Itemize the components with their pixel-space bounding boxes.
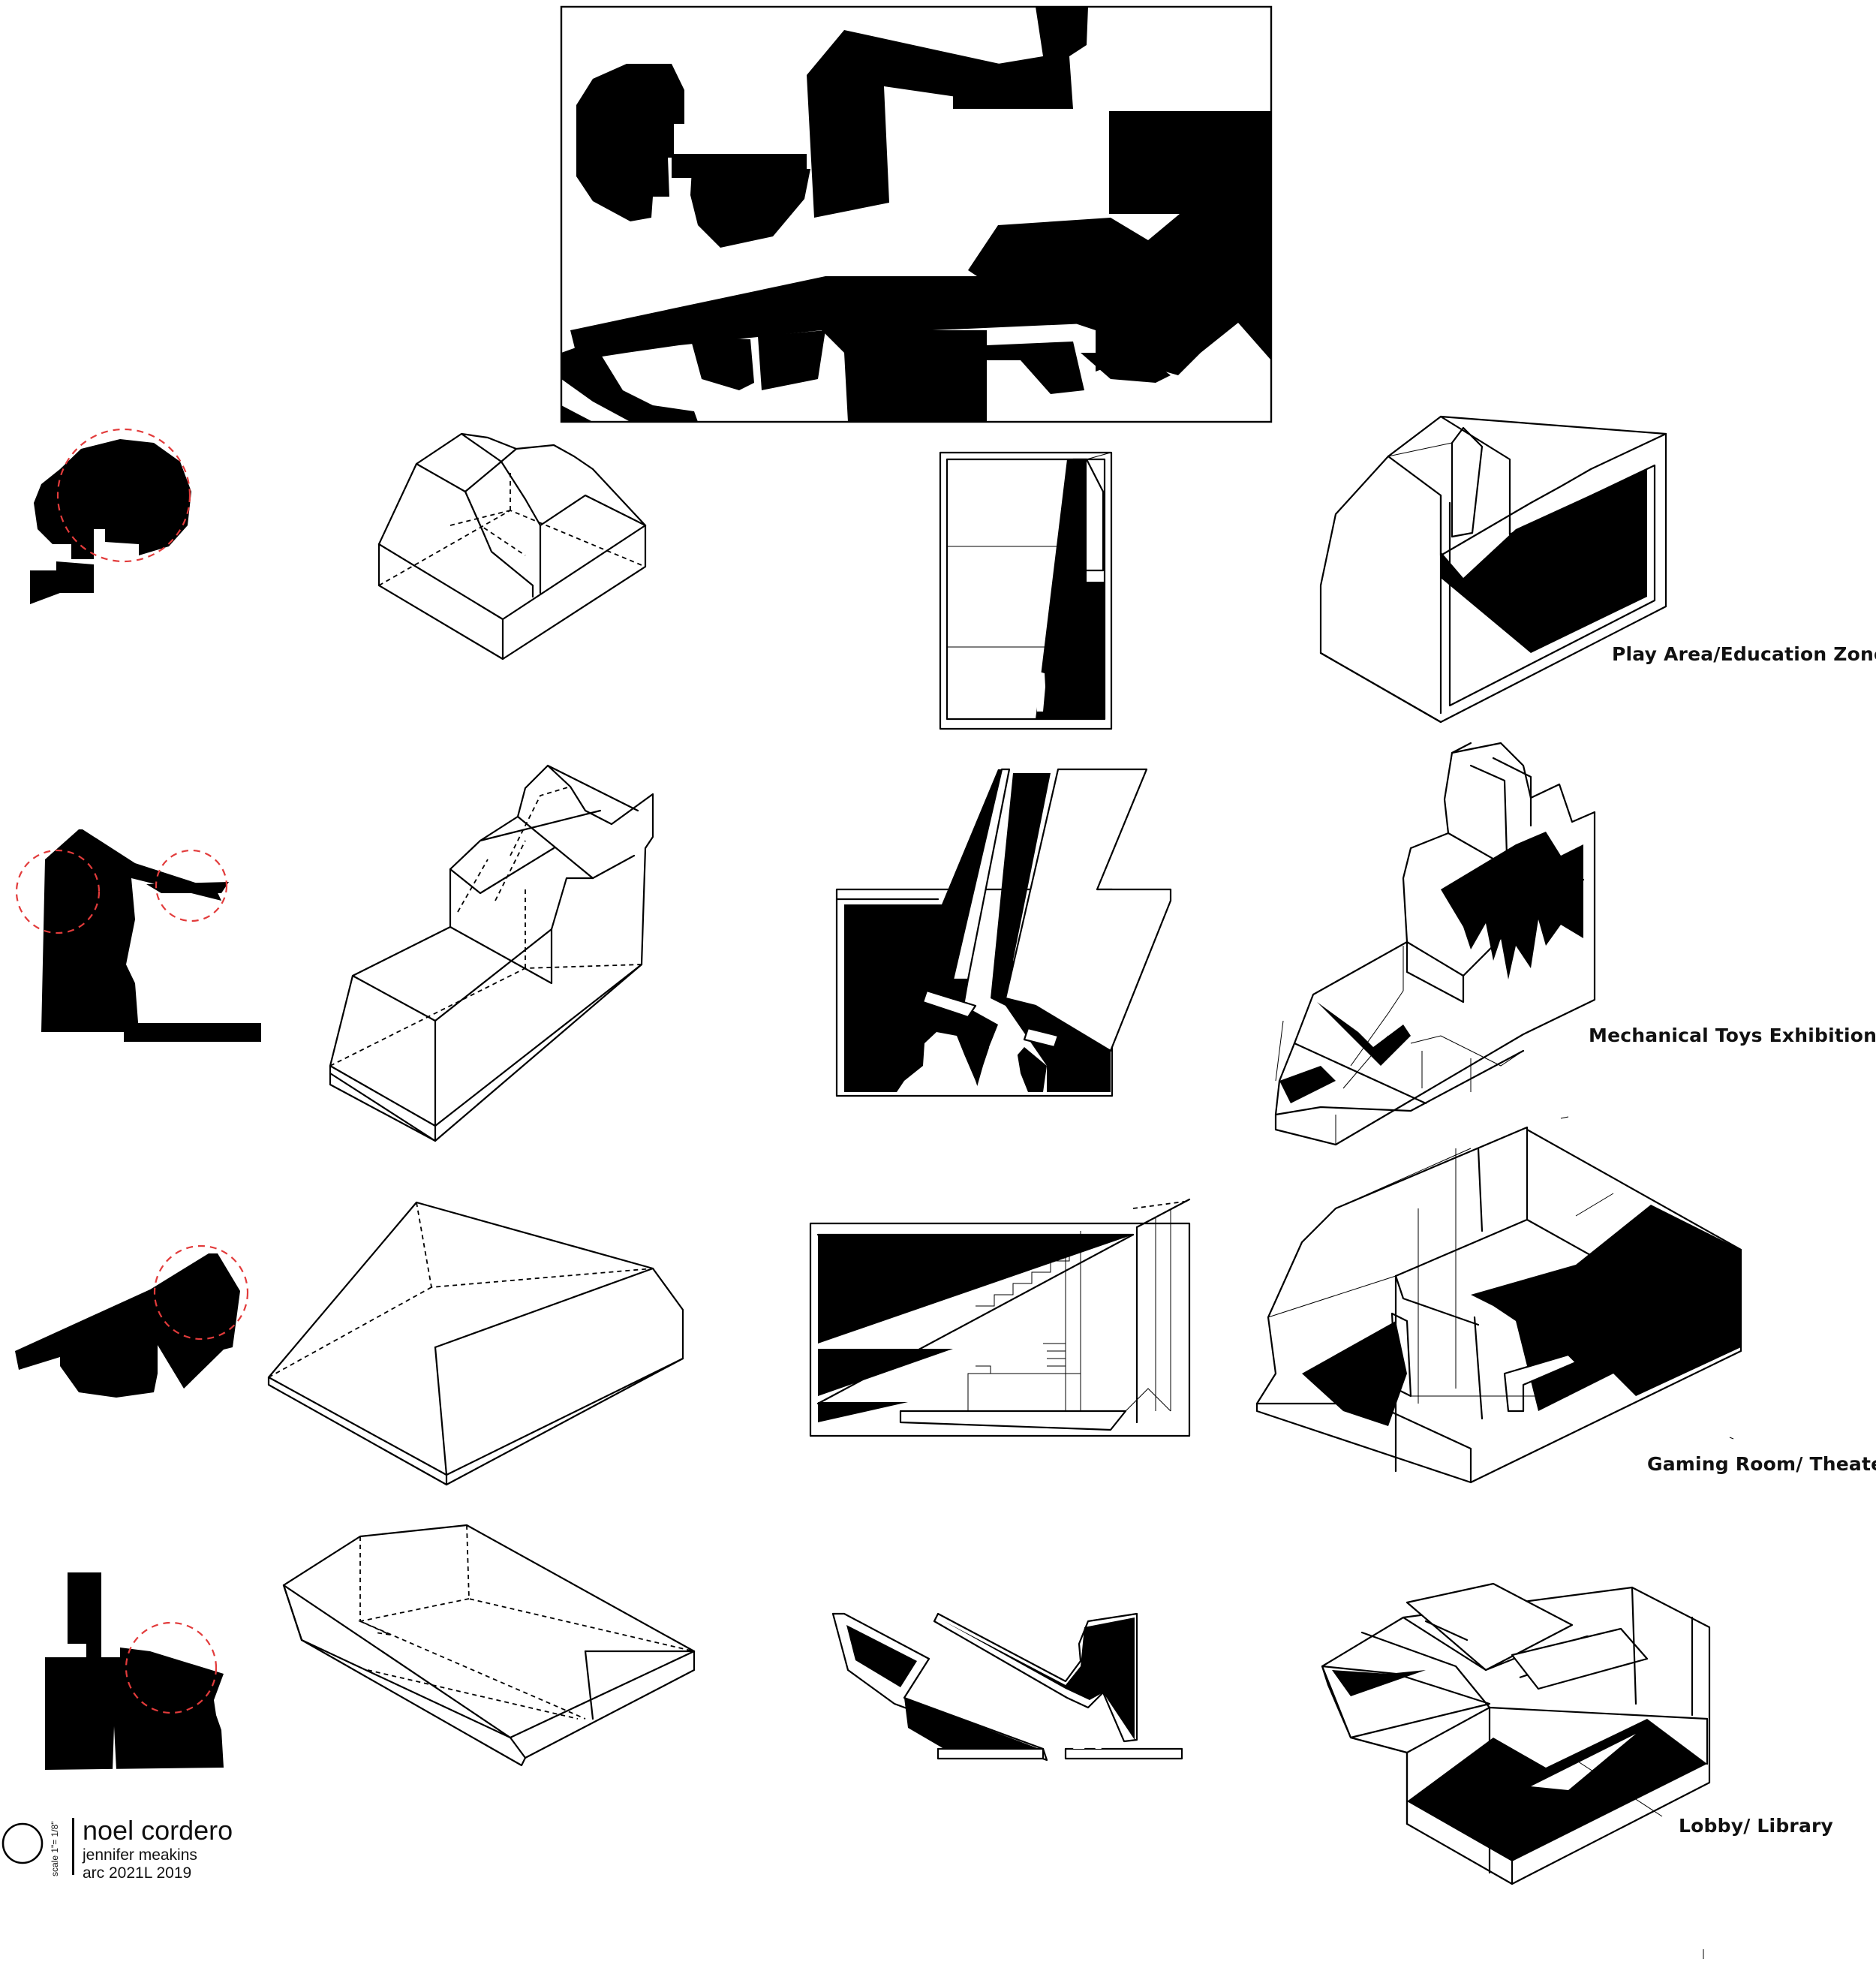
row1-sectional-perspective [1319, 415, 1667, 724]
north-circle-icon [2, 1822, 44, 1864]
scale-symbol [2, 1818, 74, 1875]
row3-plan-fragment [15, 1244, 249, 1398]
label-lobby-library: Lobby/ Library [1679, 1815, 1834, 1837]
row4-section [831, 1612, 1183, 1762]
row2-plan-fragment [15, 829, 261, 1042]
credits-divider [72, 1818, 74, 1875]
instructor-name: jennifer meakins [83, 1846, 197, 1864]
row2-isometric-volume [329, 764, 654, 1142]
row2-sectional-perspective [1274, 742, 1596, 1146]
row4-plan-fragment [45, 1572, 224, 1770]
row4-isometric-volume [282, 1524, 696, 1767]
row1-plan-fragment [30, 428, 191, 604]
row3-section [809, 1198, 1191, 1437]
label-mechanical-toys: Mechanical Toys Exhibition [1589, 1025, 1876, 1046]
course-info: arc 2021L 2019 [83, 1864, 192, 1882]
row1-isometric-volume [377, 432, 647, 661]
label-gaming-room: Gaming Room/ Theater [1647, 1453, 1876, 1475]
site-plan-figure-ground [560, 5, 1273, 423]
row3-sectional-perspective [1255, 1126, 1742, 1484]
scale-note: scale 1"= 1/8" [50, 1821, 60, 1876]
row2-section [835, 768, 1172, 1097]
row1-section [939, 451, 1113, 730]
author-name: noel cordero [83, 1815, 233, 1846]
label-play-area: Play Area/Education Zone [1612, 643, 1876, 665]
row4-sectional-perspective [1321, 1582, 1711, 1885]
row3-isometric-volume [267, 1201, 684, 1486]
human-figures [1003, 649, 1045, 713]
